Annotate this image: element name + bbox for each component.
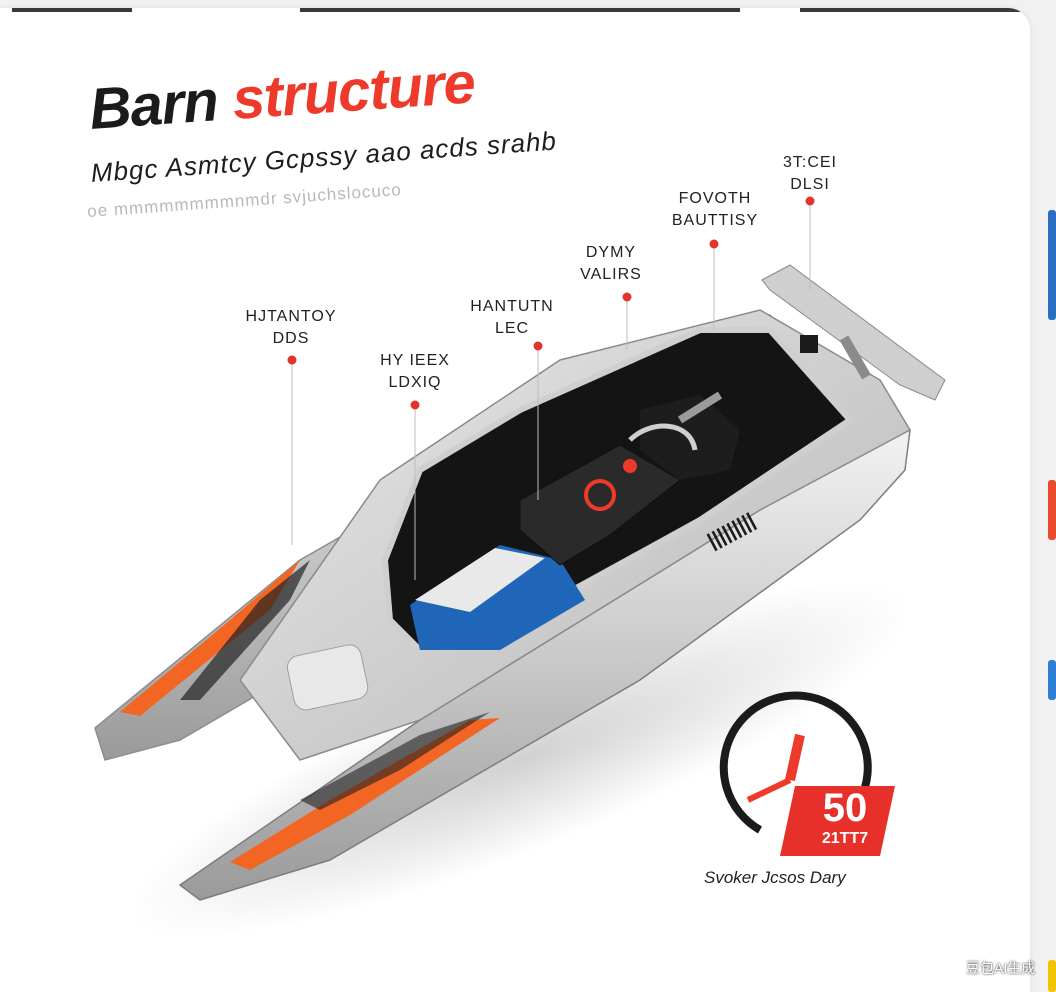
callout-dots — [287, 196, 815, 410]
speed-needle-tail — [746, 777, 792, 803]
edge-thumbnail — [1048, 480, 1056, 540]
edge-thumbnail — [1048, 960, 1056, 992]
callout-leaders — [291, 202, 811, 580]
callout-label-3: HANTUTN LEC — [470, 298, 554, 337]
callout-label-1: HJTANTOY DDS — [245, 308, 337, 347]
vent-grille — [286, 644, 369, 711]
edge-thumbnail — [1048, 660, 1056, 700]
motor-red-cap — [623, 459, 637, 473]
edge-thumbnail — [1048, 210, 1056, 320]
speed-unit: 21TT7 — [821, 830, 869, 847]
esc-box — [519, 444, 681, 566]
speed-caption: Svoker Jcsos Dary — [704, 868, 846, 887]
wing-strut — [839, 335, 871, 380]
stripe-lower-dark — [300, 712, 490, 810]
top-edge-segment — [800, 8, 1030, 12]
top-edge-segment — [12, 8, 132, 12]
speed-dial-ring — [719, 691, 872, 834]
speed-needle — [785, 733, 805, 782]
callout-label-2: HY IEEX LDXIQ — [380, 352, 450, 391]
wing-mount — [800, 335, 818, 353]
speed-value: 50 — [822, 786, 868, 830]
stripe-lower — [230, 718, 500, 870]
cooling-tube — [628, 423, 698, 451]
rear-wing — [761, 264, 946, 401]
callout-label-6: 3T:CEI DLSI — [782, 154, 837, 193]
battery-label — [415, 548, 545, 612]
top-edge-segment — [300, 8, 740, 12]
stripe-upper-dark — [180, 560, 310, 700]
stripe-upper — [120, 560, 300, 716]
shaft-coupler — [677, 391, 723, 424]
battery — [410, 545, 585, 650]
speed-badge — [719, 691, 895, 856]
callout-label-5: FOVOTH BAUTTISY — [671, 190, 759, 229]
callout-label-4: DYMY VALIRS — [580, 244, 642, 283]
speed-value-box — [780, 786, 895, 856]
ai-watermark: 豆包AI生成 — [966, 960, 1036, 976]
esc-led-ring — [584, 479, 616, 511]
